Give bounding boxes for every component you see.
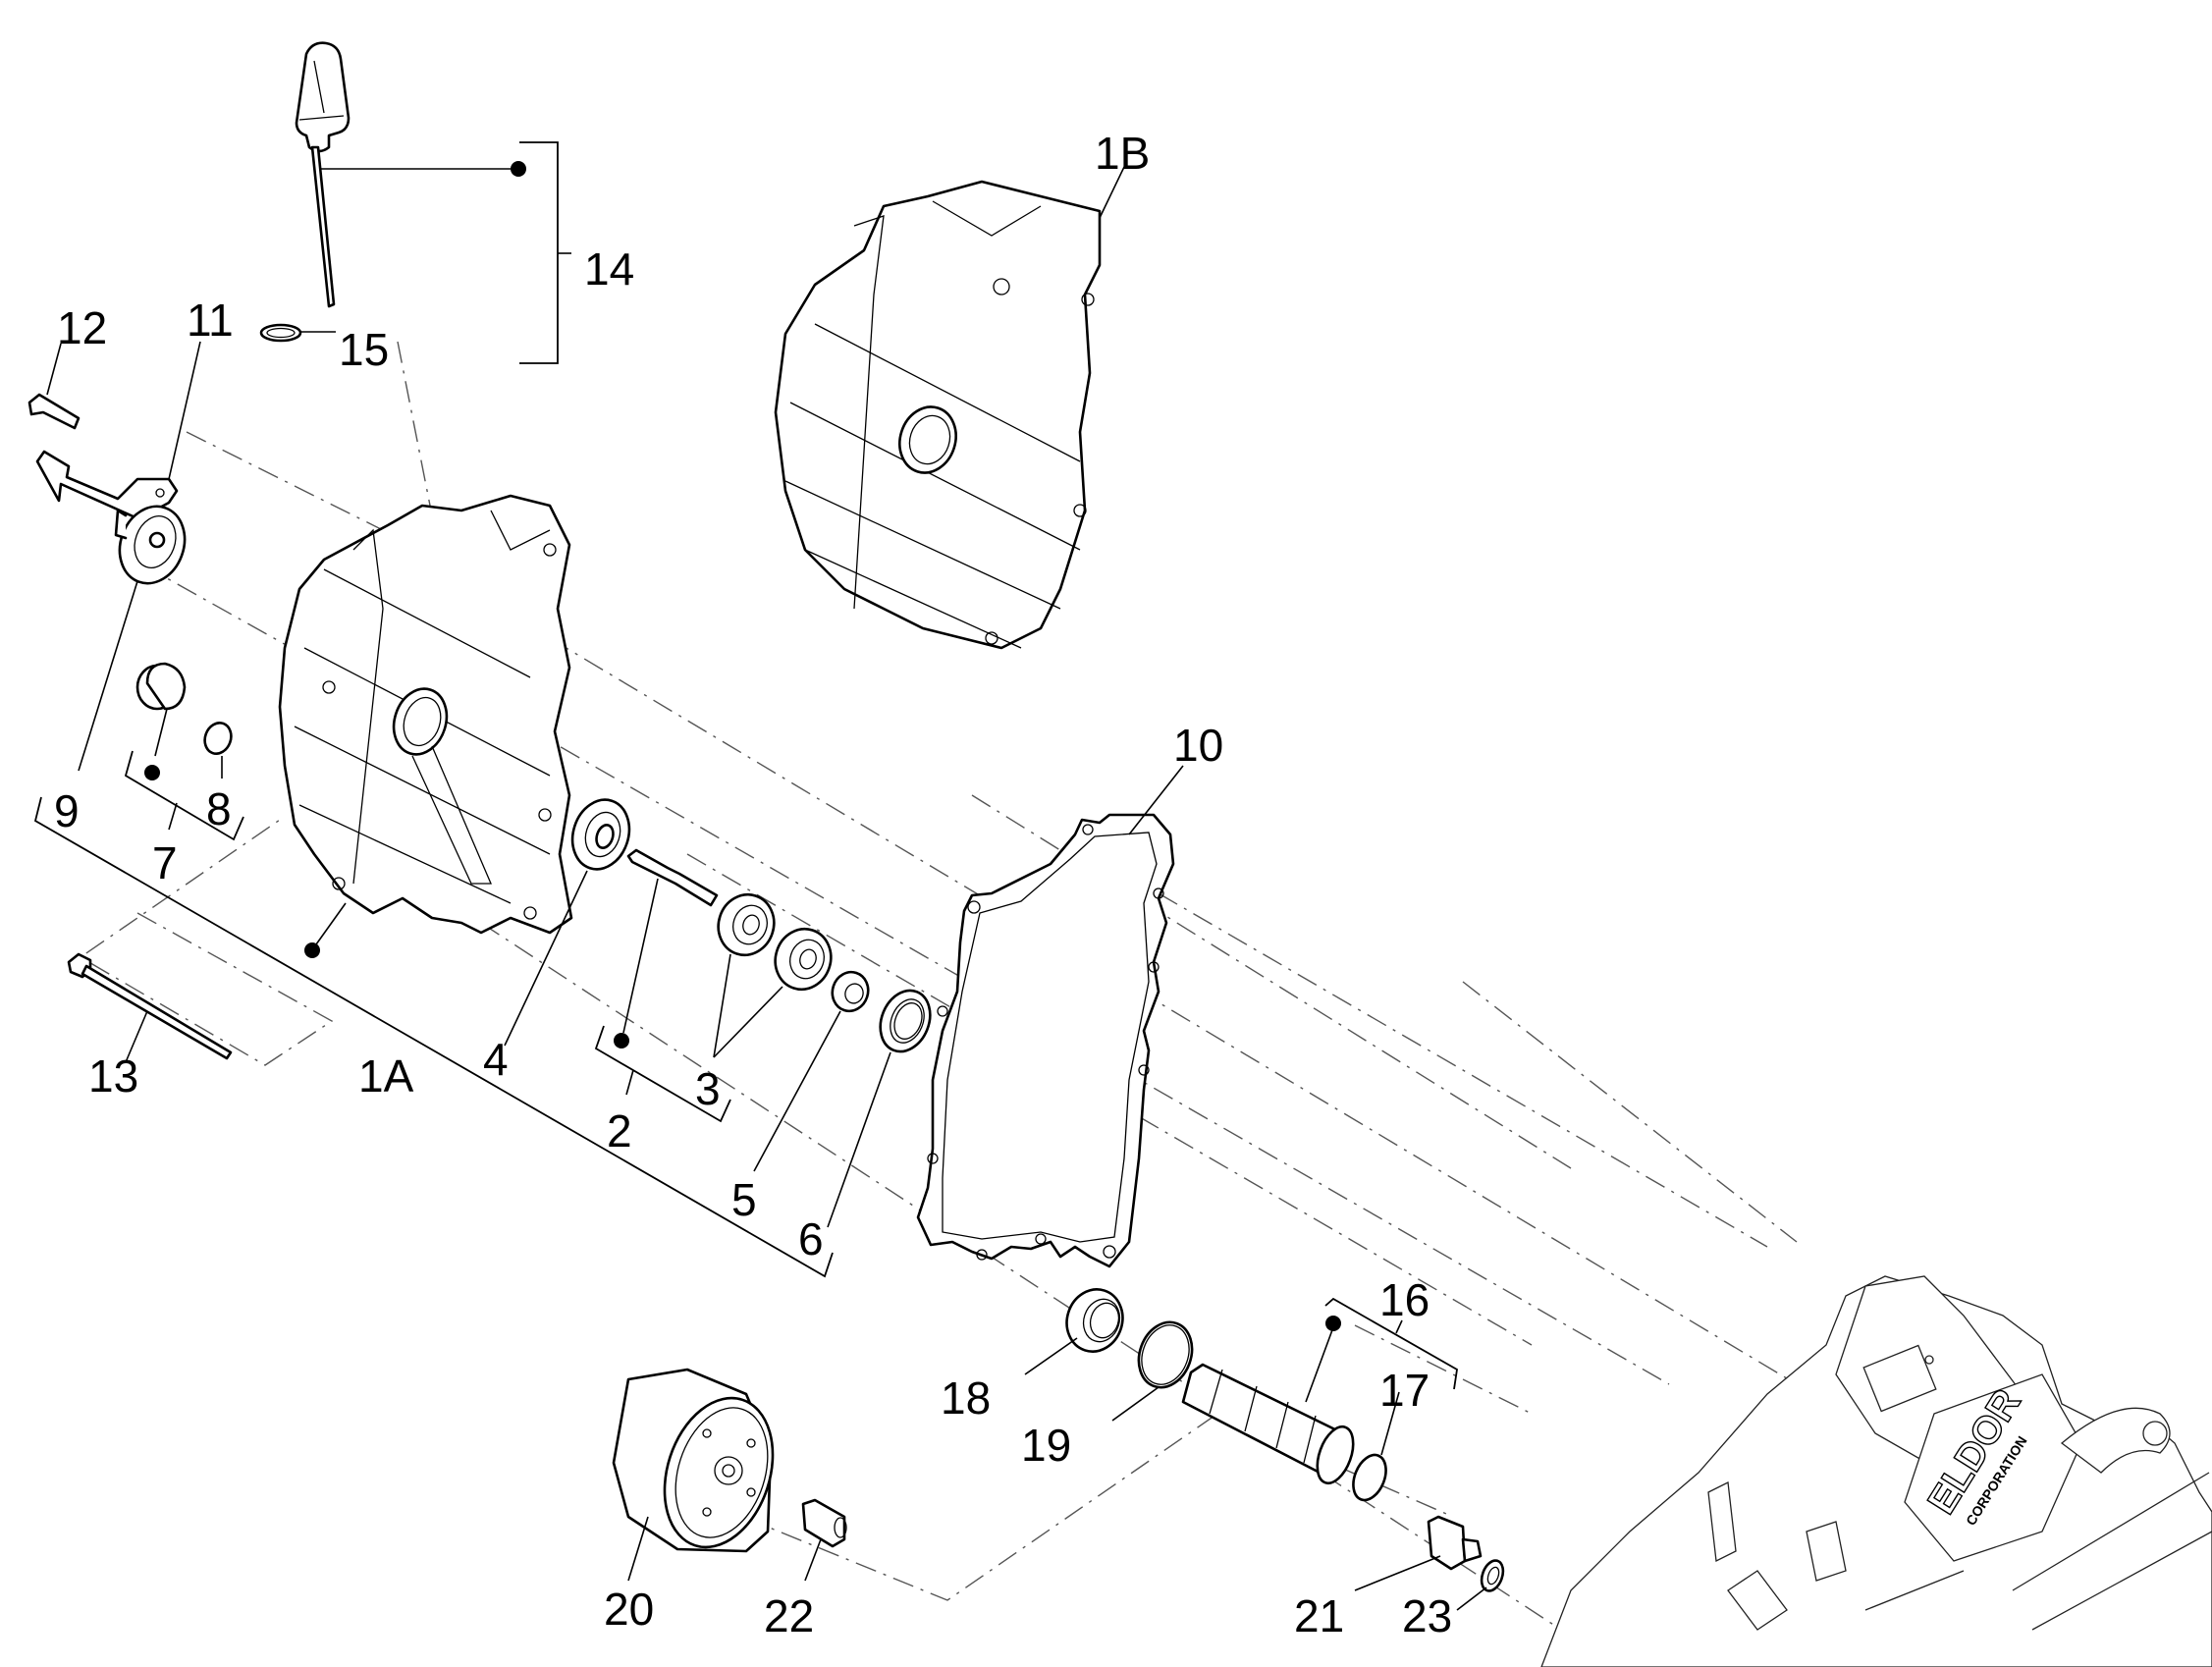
part-shaft-2[interactable] (614, 848, 719, 1049)
bracket-7 (124, 750, 244, 841)
kit-marker-dot (144, 765, 160, 780)
callout-17[interactable]: 17 (1379, 1365, 1430, 1416)
axis-lower (480, 922, 1562, 1631)
callout-12[interactable]: 12 (57, 302, 107, 353)
part-oil-seal-6[interactable] (827, 983, 939, 1228)
callout-13-text[interactable]: 13 (88, 1050, 138, 1102)
callout-5[interactable]: 5 (731, 1174, 757, 1225)
part-o-ring-15[interactable] (259, 323, 336, 343)
part-oil-strainer-16[interactable] (1181, 1316, 1360, 1488)
part-oil-filter-20[interactable] (612, 1368, 791, 1582)
bracket-2 (594, 1025, 731, 1123)
part-oil-dipstick[interactable] (295, 41, 526, 308)
callout-labels: 1B 14 12 11 15 9 8 7 10 12 13 1A 4 3 2 5… (54, 128, 1452, 1641)
part-cover-flange-9[interactable] (78, 497, 195, 772)
part-plug-7[interactable] (135, 662, 187, 780)
part-crankcase-cover-1b[interactable] (774, 166, 1125, 650)
callout-15[interactable]: 15 (339, 324, 389, 375)
part-o-ring-19[interactable] (1111, 1315, 1201, 1422)
bracket-14 (519, 141, 559, 364)
callout-1b[interactable]: 1B (1095, 128, 1150, 179)
part-threaded-plug-18[interactable] (1024, 1282, 1131, 1375)
callout-7[interactable]: 7 (152, 837, 178, 888)
callout-14[interactable]: 14 (584, 243, 634, 295)
part-bracket-11[interactable] (35, 341, 201, 520)
callout-3[interactable]: 3 (695, 1063, 721, 1114)
part-oil-pressure-sensor-21[interactable] (1354, 1515, 1483, 1591)
part-o-ring-17[interactable] (1347, 1391, 1400, 1505)
axis-upper-long (549, 637, 1847, 1415)
axis-gasket-mid (971, 794, 1572, 1169)
kit-marker-dot (614, 1033, 629, 1049)
callout-20[interactable]: 20 (604, 1584, 654, 1635)
kit-marker-dot (1325, 1316, 1341, 1331)
callout-2[interactable]: 2 (607, 1105, 632, 1156)
part-sealing-washer-23[interactable] (1456, 1558, 1507, 1611)
part-filter-nipple-22[interactable] (801, 1498, 847, 1582)
callout-23[interactable]: 23 (1402, 1590, 1452, 1641)
axis-bolt-13 (79, 819, 334, 1066)
axis-gasket-top (1158, 892, 1768, 1248)
axis-upper-right (1462, 981, 1798, 1243)
part-long-bolt-13[interactable] (67, 952, 233, 1063)
callout-21[interactable]: 21 (1294, 1590, 1344, 1641)
callout-19[interactable]: 19 (1021, 1420, 1071, 1471)
bracket-16 (1324, 1297, 1458, 1390)
part-bearing-4[interactable] (504, 792, 638, 1047)
callout-8[interactable]: 8 (206, 783, 232, 834)
part-ball-bearing-3b[interactable] (768, 922, 838, 996)
callout-18[interactable]: 18 (941, 1372, 991, 1424)
axis-strainer (1354, 1324, 1533, 1415)
axis-bracket (186, 431, 472, 575)
part-crankcase-cover-1a[interactable] (278, 494, 573, 958)
kit-marker-dot (304, 942, 320, 958)
axis-dipstick (397, 341, 433, 516)
callout-10[interactable]: 10 (1173, 720, 1223, 771)
axis-mid-long (490, 706, 1670, 1385)
callout-16[interactable]: 16 (1379, 1274, 1430, 1325)
part-gasket-10[interactable] (916, 765, 1184, 1268)
part-ball-bearing-3a[interactable] (711, 887, 782, 962)
part-o-ring-8[interactable] (200, 720, 235, 779)
bracket-1a (33, 796, 834, 1278)
part-flange-bolt-12[interactable] (27, 343, 81, 430)
callout-6[interactable]: 6 (798, 1213, 824, 1264)
part-spacer-bushing-5[interactable] (753, 967, 873, 1172)
callout-9[interactable]: 9 (54, 785, 80, 836)
engine-block: ELDOR CORPORATION (1540, 1275, 2212, 1667)
callout-4[interactable]: 4 (483, 1034, 509, 1085)
callout-22[interactable]: 22 (764, 1590, 814, 1641)
callout-11[interactable]: 11 (187, 295, 234, 346)
kit-marker-dot (511, 161, 526, 177)
callout-1a[interactable]: 1A (358, 1050, 414, 1102)
